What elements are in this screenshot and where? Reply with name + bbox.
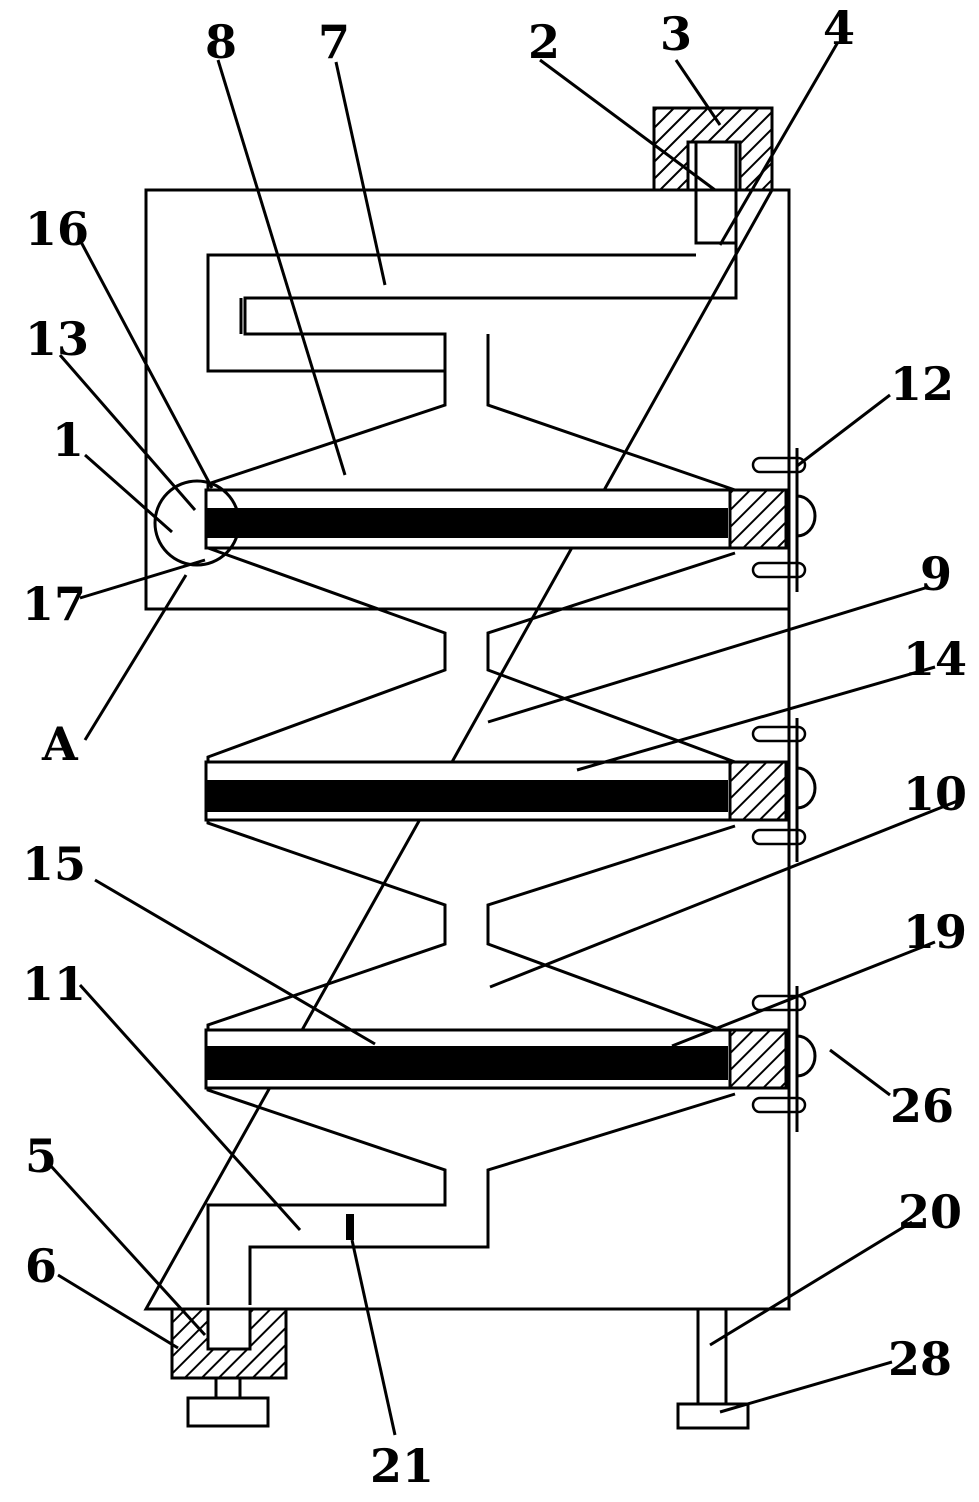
label-15: 15 (22, 837, 86, 891)
label-13: 13 (25, 312, 89, 366)
label-8: 8 (205, 15, 237, 69)
part-labels: 2 3 4 8 7 16 13 1 17 A 12 9 14 10 15 19 … (22, 1, 967, 1493)
filter-media-2 (206, 780, 728, 812)
outlet-channel (206, 1307, 252, 1351)
label-4: 4 (823, 1, 855, 55)
leader-lines (48, 41, 961, 1436)
channel-bottom-left (206, 1205, 252, 1305)
hinge-1 (751, 448, 817, 592)
label-11: 11 (22, 957, 86, 1011)
hinge-2 (751, 718, 817, 862)
filter-media-3 (206, 1046, 728, 1080)
outlet-foot (186, 1396, 270, 1428)
support-leg (696, 1307, 728, 1406)
filter-clamp-2 (728, 760, 788, 822)
detail-circle-a (153, 479, 241, 567)
label-5: 5 (25, 1129, 57, 1183)
label-14: 14 (903, 632, 967, 686)
flow-channel-top (206, 253, 696, 373)
inlet-block (652, 106, 774, 192)
label-12: 12 (890, 357, 954, 411)
label-28: 28 (888, 1332, 952, 1386)
filter-media-1 (206, 508, 728, 538)
label-9: 9 (920, 547, 952, 601)
label-6: 6 (25, 1239, 57, 1293)
label-3: 3 (660, 7, 692, 61)
outlet-stem (214, 1376, 242, 1400)
filter-clamp-3 (728, 1028, 788, 1090)
label-a: A (41, 717, 79, 771)
label-19: 19 (903, 905, 967, 959)
label-16: 16 (25, 202, 89, 256)
label-26: 26 (890, 1079, 954, 1133)
flow-channel-right (248, 255, 738, 1305)
label-17: 17 (22, 577, 86, 631)
label-7: 7 (318, 15, 350, 69)
sensor-20 (346, 1214, 354, 1240)
label-2: 2 (528, 15, 560, 69)
hinge-3 (751, 986, 817, 1132)
label-10: 10 (903, 767, 967, 821)
filter-clamp-1 (728, 488, 788, 550)
flow-channel-outer (206, 243, 738, 1305)
label-1: 1 (52, 413, 84, 467)
label-20: 21 (370, 1439, 434, 1493)
label-21: 20 (898, 1185, 962, 1239)
housing-outline (143, 188, 791, 1311)
